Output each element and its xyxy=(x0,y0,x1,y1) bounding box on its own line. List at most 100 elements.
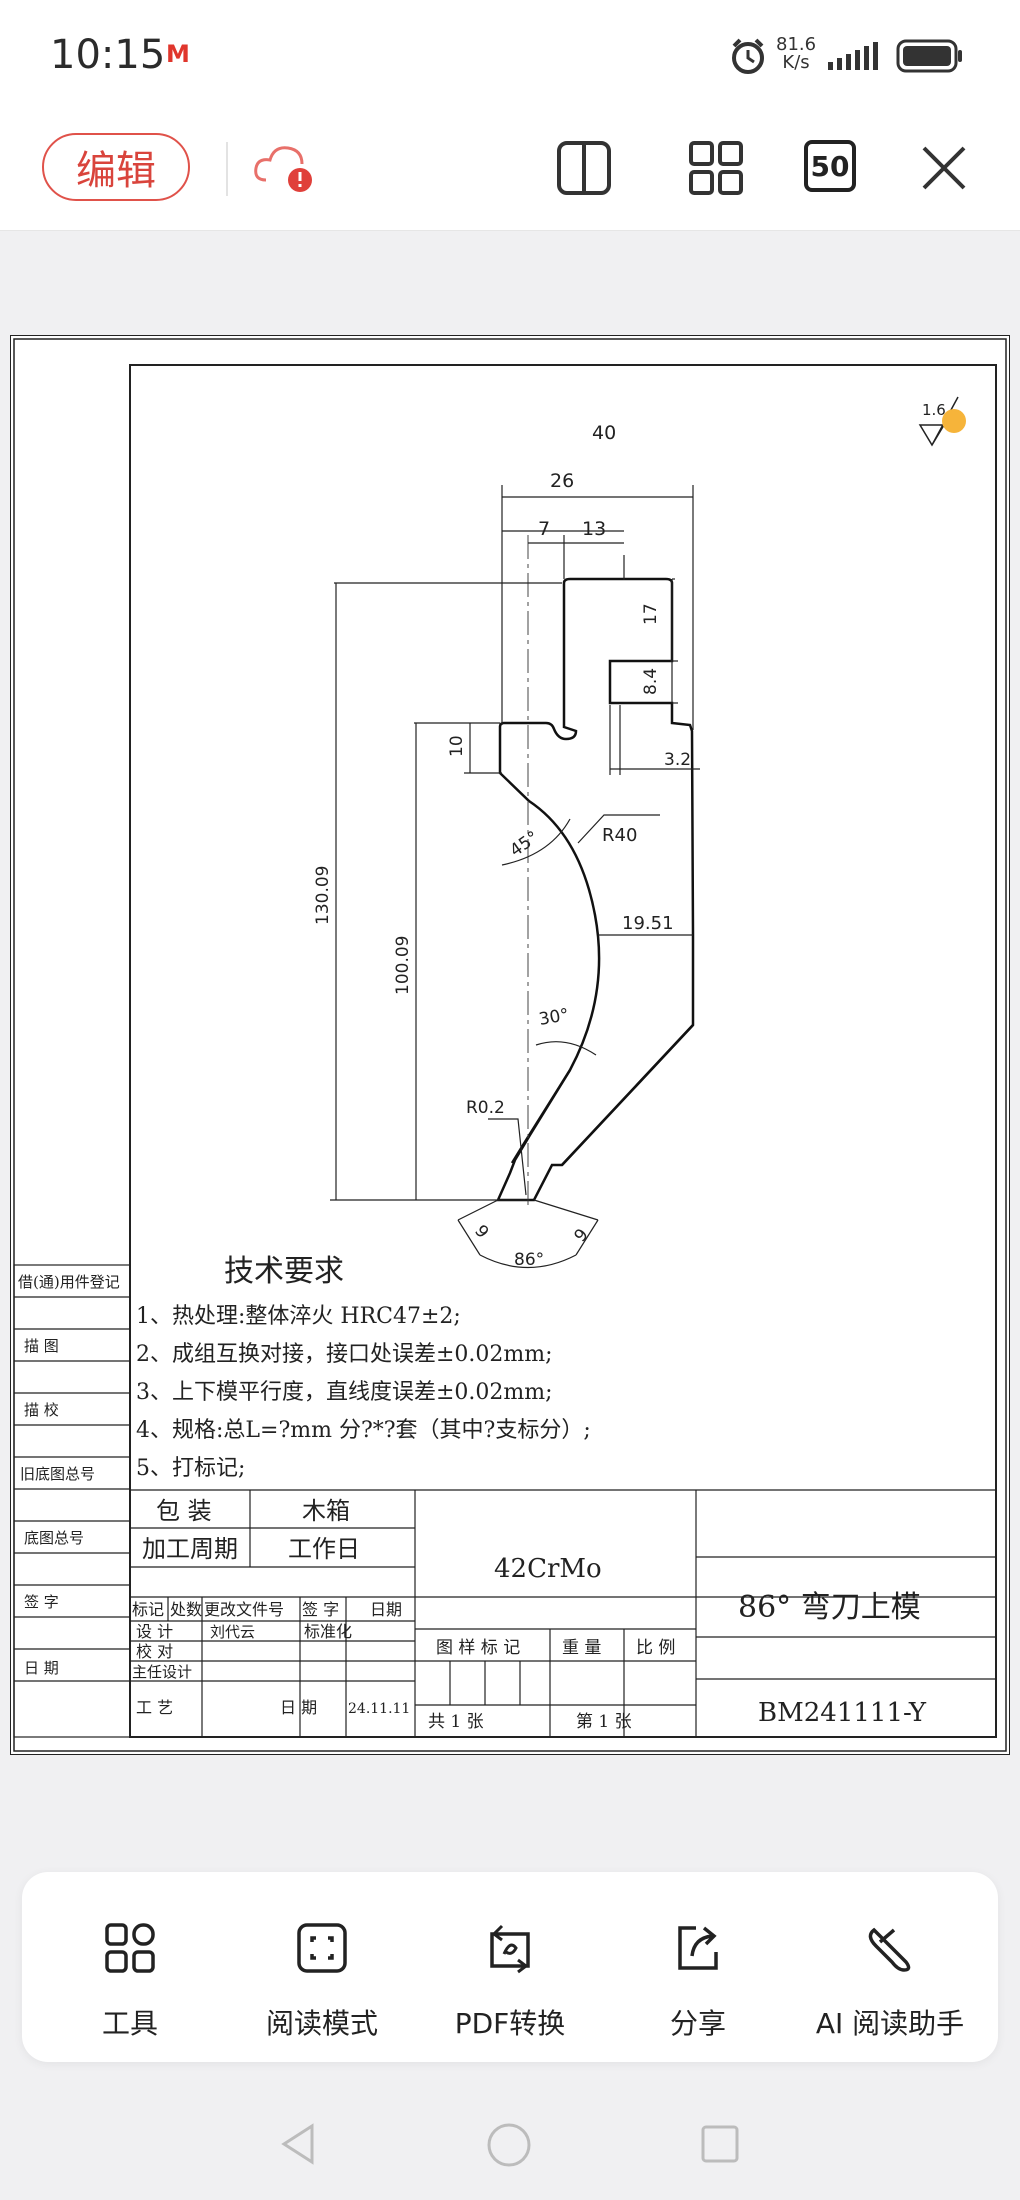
dim-45: 45° xyxy=(506,827,542,861)
dim-40: 40 xyxy=(592,422,616,444)
toolbar-divider xyxy=(226,142,228,196)
part-name: 86° 弯刀上模 xyxy=(738,1590,921,1625)
inner-frame xyxy=(129,364,997,1738)
date-value: 24.11.11 xyxy=(348,1701,410,1717)
close-icon[interactable] xyxy=(920,144,968,192)
rev-header-sign: 签 字 xyxy=(302,1600,339,1619)
dim-130-09: 130.09 xyxy=(313,866,333,925)
share-icon xyxy=(678,1926,718,1970)
tools-label: 工具 xyxy=(101,2007,158,2040)
share-label: 分享 xyxy=(669,2007,726,2040)
side-label-2: 描 图 xyxy=(24,1337,59,1355)
document-page xyxy=(10,335,1010,1755)
outer-frame xyxy=(13,338,1007,1752)
chief-design-label: 主任设计 xyxy=(132,1663,192,1681)
surface-finish-symbol: 1.6 xyxy=(918,396,966,447)
side-label-4: 旧底图总号 xyxy=(20,1465,95,1483)
dim-30: 30° xyxy=(537,1005,570,1030)
expand-icon xyxy=(297,1923,347,1973)
cycle-value: 工作日 xyxy=(288,1535,360,1563)
tech-req-title: 技术要求 xyxy=(224,1254,344,1289)
scale-label: 比 例 xyxy=(636,1638,675,1658)
check-label: 校 对 xyxy=(136,1642,173,1661)
sample-mark-label: 图 样 标 记 xyxy=(436,1638,520,1658)
grid-view-icon[interactable] xyxy=(688,140,744,196)
r40-leader xyxy=(577,814,660,844)
page-count-icon[interactable]: 50 xyxy=(804,140,856,192)
network-speed: 81.6 K/s xyxy=(776,36,816,72)
ai-assistant-label: AI 阅读助手 xyxy=(815,2007,965,2040)
ai-assistant-icon xyxy=(868,1927,911,1972)
tools-grid-icon xyxy=(105,1923,155,1973)
material: 42CrMo xyxy=(494,1554,602,1584)
right-dimensions xyxy=(609,578,700,775)
total-pages: 共 1 张 xyxy=(428,1712,484,1732)
top-dimensions xyxy=(501,485,694,730)
dim-8-4: 8.4 xyxy=(641,668,661,695)
dim-9-right: 9 xyxy=(571,1225,593,1246)
side-label-7: 日 期 xyxy=(24,1659,59,1677)
carrier-icon: M xyxy=(166,40,190,68)
tech-req-line-4: 4、规格:总L=?mm 分?*?套（其中?支标分）; xyxy=(136,1418,591,1443)
rev-header-mark: 标记 xyxy=(132,1600,164,1619)
dim-r40: R40 xyxy=(602,825,637,846)
dim-26: 26 xyxy=(550,470,574,492)
tech-req-line-1: 1、热处理:整体淬火 HRC47±2; xyxy=(136,1304,461,1329)
rev-header-doc: 更改文件号 xyxy=(204,1600,284,1619)
recents-icon[interactable] xyxy=(700,2124,740,2164)
dim-17: 17 xyxy=(641,603,661,625)
rev-header-date: 日期 xyxy=(370,1600,402,1619)
back-icon[interactable] xyxy=(278,2122,318,2166)
tech-req-line-2: 2、成组互换对接，接口处误差±0.02mm; xyxy=(136,1342,553,1367)
tech-req-line-5: 5、打标记; xyxy=(136,1456,245,1481)
standardization-label: 标准化 xyxy=(304,1622,352,1641)
surface-finish-value: 1.6 xyxy=(922,401,946,419)
pack-value: 木箱 xyxy=(302,1497,350,1525)
angle-30-arc xyxy=(535,1041,597,1056)
net-speed-value: 81.6 xyxy=(776,34,817,55)
cloud-warning-icon[interactable] xyxy=(252,140,316,196)
part-right-flank xyxy=(561,1024,694,1166)
home-icon[interactable] xyxy=(486,2122,532,2168)
dim-3-2: 3.2 xyxy=(664,750,691,770)
side-label-5: 底图总号 xyxy=(24,1529,84,1547)
page-number: 第 1 张 xyxy=(576,1712,632,1732)
side-column-grid xyxy=(13,1264,131,1738)
edit-button[interactable]: 编辑 xyxy=(42,133,190,201)
weight-label: 重 量 xyxy=(562,1638,601,1658)
dim-10: 10 xyxy=(447,735,467,757)
angle-45-arc xyxy=(501,818,571,866)
craft-label: 工 艺 xyxy=(136,1698,173,1717)
side-label-3: 描 校 xyxy=(24,1401,59,1419)
side-label-1: 借(通)用件登记 xyxy=(18,1273,120,1291)
design-label: 设 计 xyxy=(136,1622,173,1641)
date-label: 日 期 xyxy=(280,1698,317,1717)
cad-drawing: 1.6 40 26 7 13 17 8.4 3.2 xyxy=(13,338,1007,1752)
tip-dimensions xyxy=(457,1199,599,1268)
dim-13: 13 xyxy=(582,518,606,540)
pdf-convert-icon xyxy=(490,1924,530,1974)
split-view-icon[interactable] xyxy=(556,140,612,196)
side-label-6: 签 字 xyxy=(24,1593,59,1611)
dim-100-09: 100.09 xyxy=(393,936,413,995)
viewer-gap xyxy=(0,231,1020,333)
pack-label: 包 装 xyxy=(156,1497,212,1525)
dim-86: 86° xyxy=(514,1250,544,1270)
alarm-icon xyxy=(732,38,764,74)
left-dimensions xyxy=(330,582,562,1201)
part-outline xyxy=(496,577,695,1202)
dim-7: 7 xyxy=(538,518,550,540)
signal-icon xyxy=(828,42,878,70)
clock: 10:15 xyxy=(50,32,166,78)
r0-2-leader xyxy=(488,1118,527,1196)
drawing-number: BM241111-Y xyxy=(758,1698,927,1728)
bottom-action-panel: 工具 阅读模式 PDF转换 分享 AI 阅读助手 xyxy=(22,1872,998,2062)
dim-9-left: 9 xyxy=(470,1221,492,1242)
title-block-grid xyxy=(130,1489,996,1737)
battery-icon xyxy=(896,39,962,73)
designer: 刘代云 xyxy=(210,1623,255,1641)
tech-req-line-3: 3、上下模平行度，直线度误差±0.02mm; xyxy=(136,1380,553,1405)
navigation-bar xyxy=(0,2090,1020,2200)
dim-r0-2: R0.2 xyxy=(466,1098,505,1118)
dim-19-51: 19.51 xyxy=(622,913,674,934)
